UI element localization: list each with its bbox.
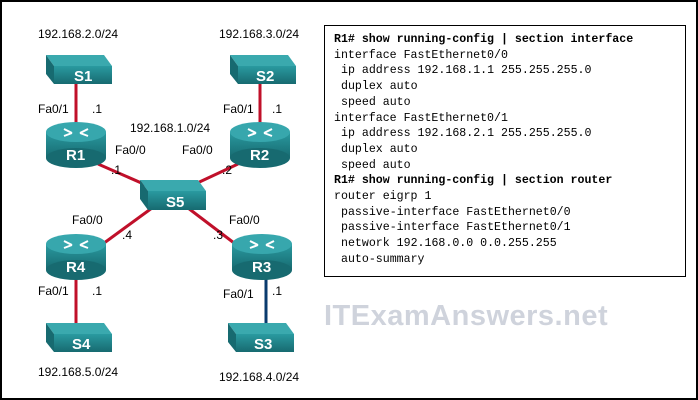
switch-s3: S3 — [228, 323, 294, 353]
router-r4-label: R4 — [66, 259, 86, 276]
r1-fa01-host: .1 — [92, 102, 102, 116]
config-line: network 192.168.0.0 0.0.255.255 — [341, 237, 557, 251]
router-r1-label: R1 — [66, 147, 85, 164]
link-r4-s5 — [99, 206, 153, 248]
switch-s4-label: S4 — [72, 336, 91, 353]
switch-s1-label: S1 — [74, 68, 92, 85]
config-command-line: R1# show running-config | section router — [334, 174, 613, 188]
r1-fa00-host: .1 — [111, 163, 121, 177]
r2-fa00-label: Fa0/0 — [182, 143, 213, 157]
router-r4: R4 — [46, 234, 106, 280]
config-command-line: R1# show running-config | section interf… — [334, 33, 634, 46]
config-line: passive-interface FastEthernet0/0 — [341, 205, 571, 219]
router-r2: R2 — [230, 122, 290, 168]
r4-fa00-host: .4 — [122, 228, 132, 242]
router-r3-label: R3 — [252, 259, 271, 276]
r1-fa01-label: Fa0/1 — [38, 102, 69, 116]
config-line: router eigrp 1 — [334, 190, 432, 204]
network-label-s4: 192.168.5.0/24 — [38, 365, 118, 379]
link-r3-s5 — [187, 206, 239, 248]
links — [74, 82, 268, 332]
r4-fa01-host: .1 — [92, 284, 102, 298]
config-line: speed auto — [341, 158, 411, 172]
config-line: interface FastEthernet0/0 — [334, 48, 508, 62]
config-line: duplex auto — [341, 142, 418, 156]
r4-fa01-label: Fa0/1 — [38, 284, 69, 298]
switch-s2-label: S2 — [256, 68, 274, 85]
switch-s1: S1 — [46, 55, 112, 85]
config-line: interface FastEthernet0/1 — [334, 111, 508, 125]
config-line: ip address 192.168.2.1 255.255.255.0 — [341, 127, 592, 141]
config-line: duplex auto — [341, 80, 418, 94]
network-label-core: 192.168.1.0/24 — [130, 121, 210, 135]
r2-fa01-label: Fa0/1 — [223, 102, 254, 116]
config-line: auto-summary — [341, 252, 425, 266]
watermark: ITExamAnswers.net — [324, 300, 609, 332]
switch-s5: S5 — [140, 180, 206, 211]
config-line: speed auto — [341, 95, 411, 109]
switch-s4: S4 — [46, 323, 112, 353]
config-line: passive-interface FastEthernet0/1 — [341, 221, 571, 235]
r3-fa01-host: .1 — [272, 284, 282, 298]
switch-s2: S2 — [230, 55, 296, 85]
switch-s3-label: S3 — [254, 336, 272, 353]
config-output-box: R1# show running-config | section interf… — [324, 25, 686, 277]
config-line: ip address 192.168.1.1 255.255.255.0 — [341, 64, 592, 78]
r3-fa00-label: Fa0/0 — [229, 213, 260, 227]
r3-fa01-label: Fa0/1 — [223, 287, 254, 301]
router-r3: R3 — [232, 234, 292, 280]
r4-fa00-label: Fa0/0 — [72, 213, 103, 227]
network-label-s1: 192.168.2.0/24 — [38, 27, 118, 41]
r2-fa01-host: .1 — [272, 102, 282, 116]
router-r2-label: R2 — [250, 147, 269, 164]
network-label-s3: 192.168.4.0/24 — [219, 370, 299, 384]
r3-fa00-host: .3 — [213, 228, 223, 242]
network-label-s2: 192.168.3.0/24 — [219, 27, 299, 41]
r2-fa00-host: .2 — [222, 163, 232, 177]
router-r1: R1 — [46, 122, 106, 168]
r1-fa00-label: Fa0/0 — [115, 143, 146, 157]
switch-s5-label: S5 — [166, 194, 184, 211]
